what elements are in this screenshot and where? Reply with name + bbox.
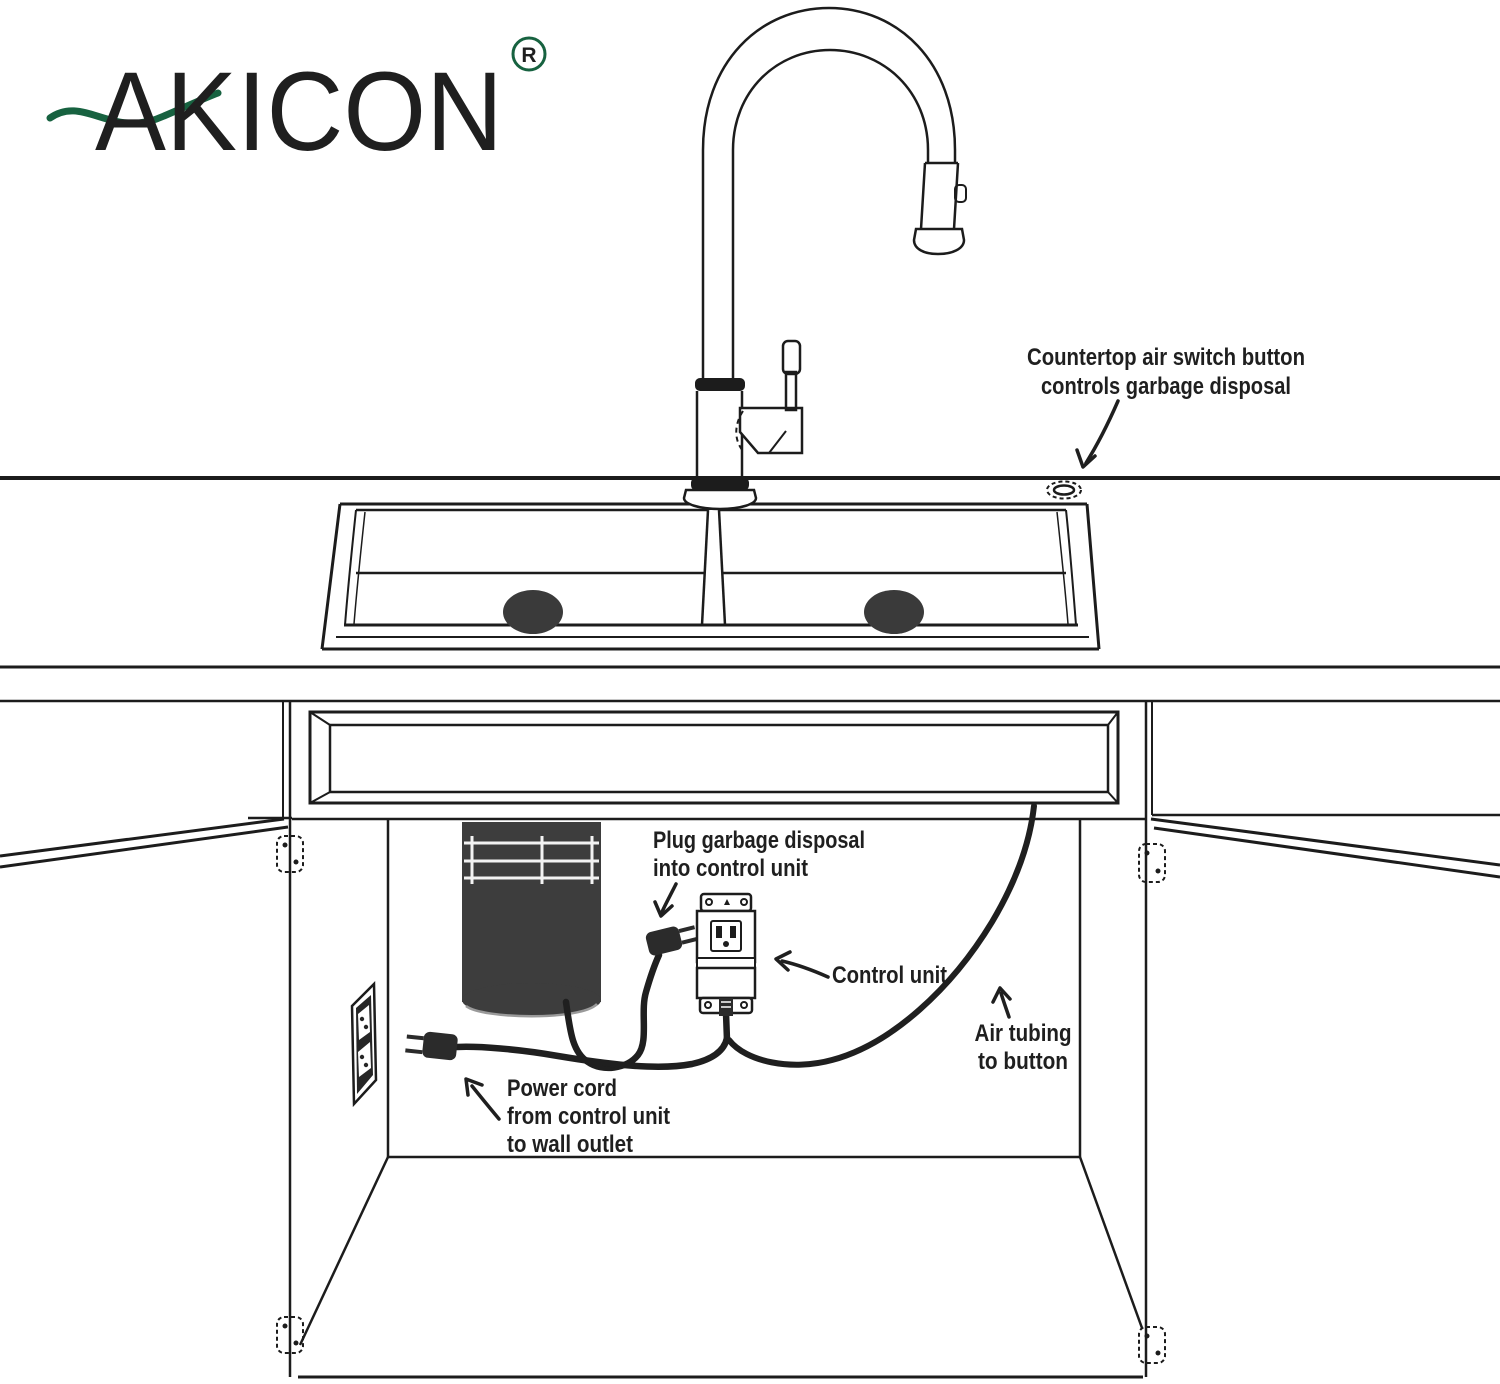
label-plug-disposal-line2: into control unit [653,855,808,882]
sprayer-head [919,162,960,230]
handle-lever [781,339,802,376]
logo-swoosh [46,89,222,127]
sprayer-button [954,184,967,203]
control-unit-lower-body [695,966,757,1000]
basin-left-wall [344,509,357,626]
faucet-collar-bottom [691,477,749,491]
faucet-foot [682,488,758,511]
basin-left-wall-2 [353,511,366,625]
control-unit-band [696,957,756,969]
basin-right-wall [1065,509,1077,626]
interior-floor-right [1078,1156,1144,1329]
label-air-tubing-line2: to button [978,1048,1068,1075]
label-plug-disposal-line1: Plug garbage disposal [653,827,865,854]
handle-stem [784,370,798,412]
sink [320,502,1101,651]
sprayer-nozzle [912,227,966,256]
arrow-to-power-plug [470,1084,501,1121]
air-tubing [726,803,1037,1068]
label-countertop-switch-line2: controls garbage disposal [1041,373,1291,400]
power-cord-to-outlet [453,1034,731,1070]
arrow-to-disposal-plug [660,882,678,914]
power-plug [405,1031,458,1061]
garbage-disposal [462,822,601,1018]
sink-rim-right [1085,503,1101,650]
basin-right-wall-2 [1056,511,1069,625]
label-power-cord-line3: to wall outlet [507,1131,633,1158]
cords [453,803,1037,1072]
right-drain [864,590,924,634]
hinge-icon [1138,1326,1166,1364]
label-countertop-switch-line1: Countertop air switch button [1027,344,1305,371]
faucet-collar-top [695,378,745,391]
registered-mark-circle [511,36,547,72]
logo: AKICON R [46,36,547,174]
drawer-front-outer [308,710,1120,805]
hinges [276,835,1166,1364]
annotation-labels: Countertop air switch button controls ga… [507,344,1305,1158]
disposal-plug [645,925,698,956]
label-control-unit: Control unit [832,962,947,989]
arrow-to-air-tubing [999,991,1011,1019]
left-drain [503,590,563,634]
arrow-to-control-unit [780,959,830,979]
right-door-edge [1150,817,1500,867]
logo-text: AKICON [95,49,503,174]
faucet-arch-outer [701,6,957,378]
hinge-pins [282,842,1161,1356]
air-switch-button [1046,480,1082,500]
countertop-and-cabinet [0,476,1500,1379]
right-door-edge-2 [1153,826,1500,879]
label-air-tubing-line1: Air tubing [975,1020,1072,1047]
interior-floor-left [298,1156,390,1346]
sink-rim-left [320,503,342,650]
control-unit [695,892,757,1016]
annotation-arrows [464,399,1120,1121]
disposal-power-cord [562,951,663,1072]
handle-arm [738,406,804,455]
label-power-cord-line2: from control unit [507,1103,670,1130]
disposal-collar [464,836,599,884]
label-power-cord-line1: Power cord [507,1075,617,1102]
faucet [682,6,967,511]
drawer-front-inner [328,723,1110,794]
disposal-bottom-rim [465,1003,598,1018]
registered-mark: R [521,44,536,67]
arrow-to-air-switch [1084,399,1120,465]
wall-outlet [350,981,378,1108]
hinge-icon [1138,843,1166,883]
handle-joint [735,410,744,452]
left-door-edge-2 [0,825,289,869]
faucet-arch-inner [731,48,930,378]
left-door-edge [0,817,285,858]
disposal-body [462,822,601,1002]
